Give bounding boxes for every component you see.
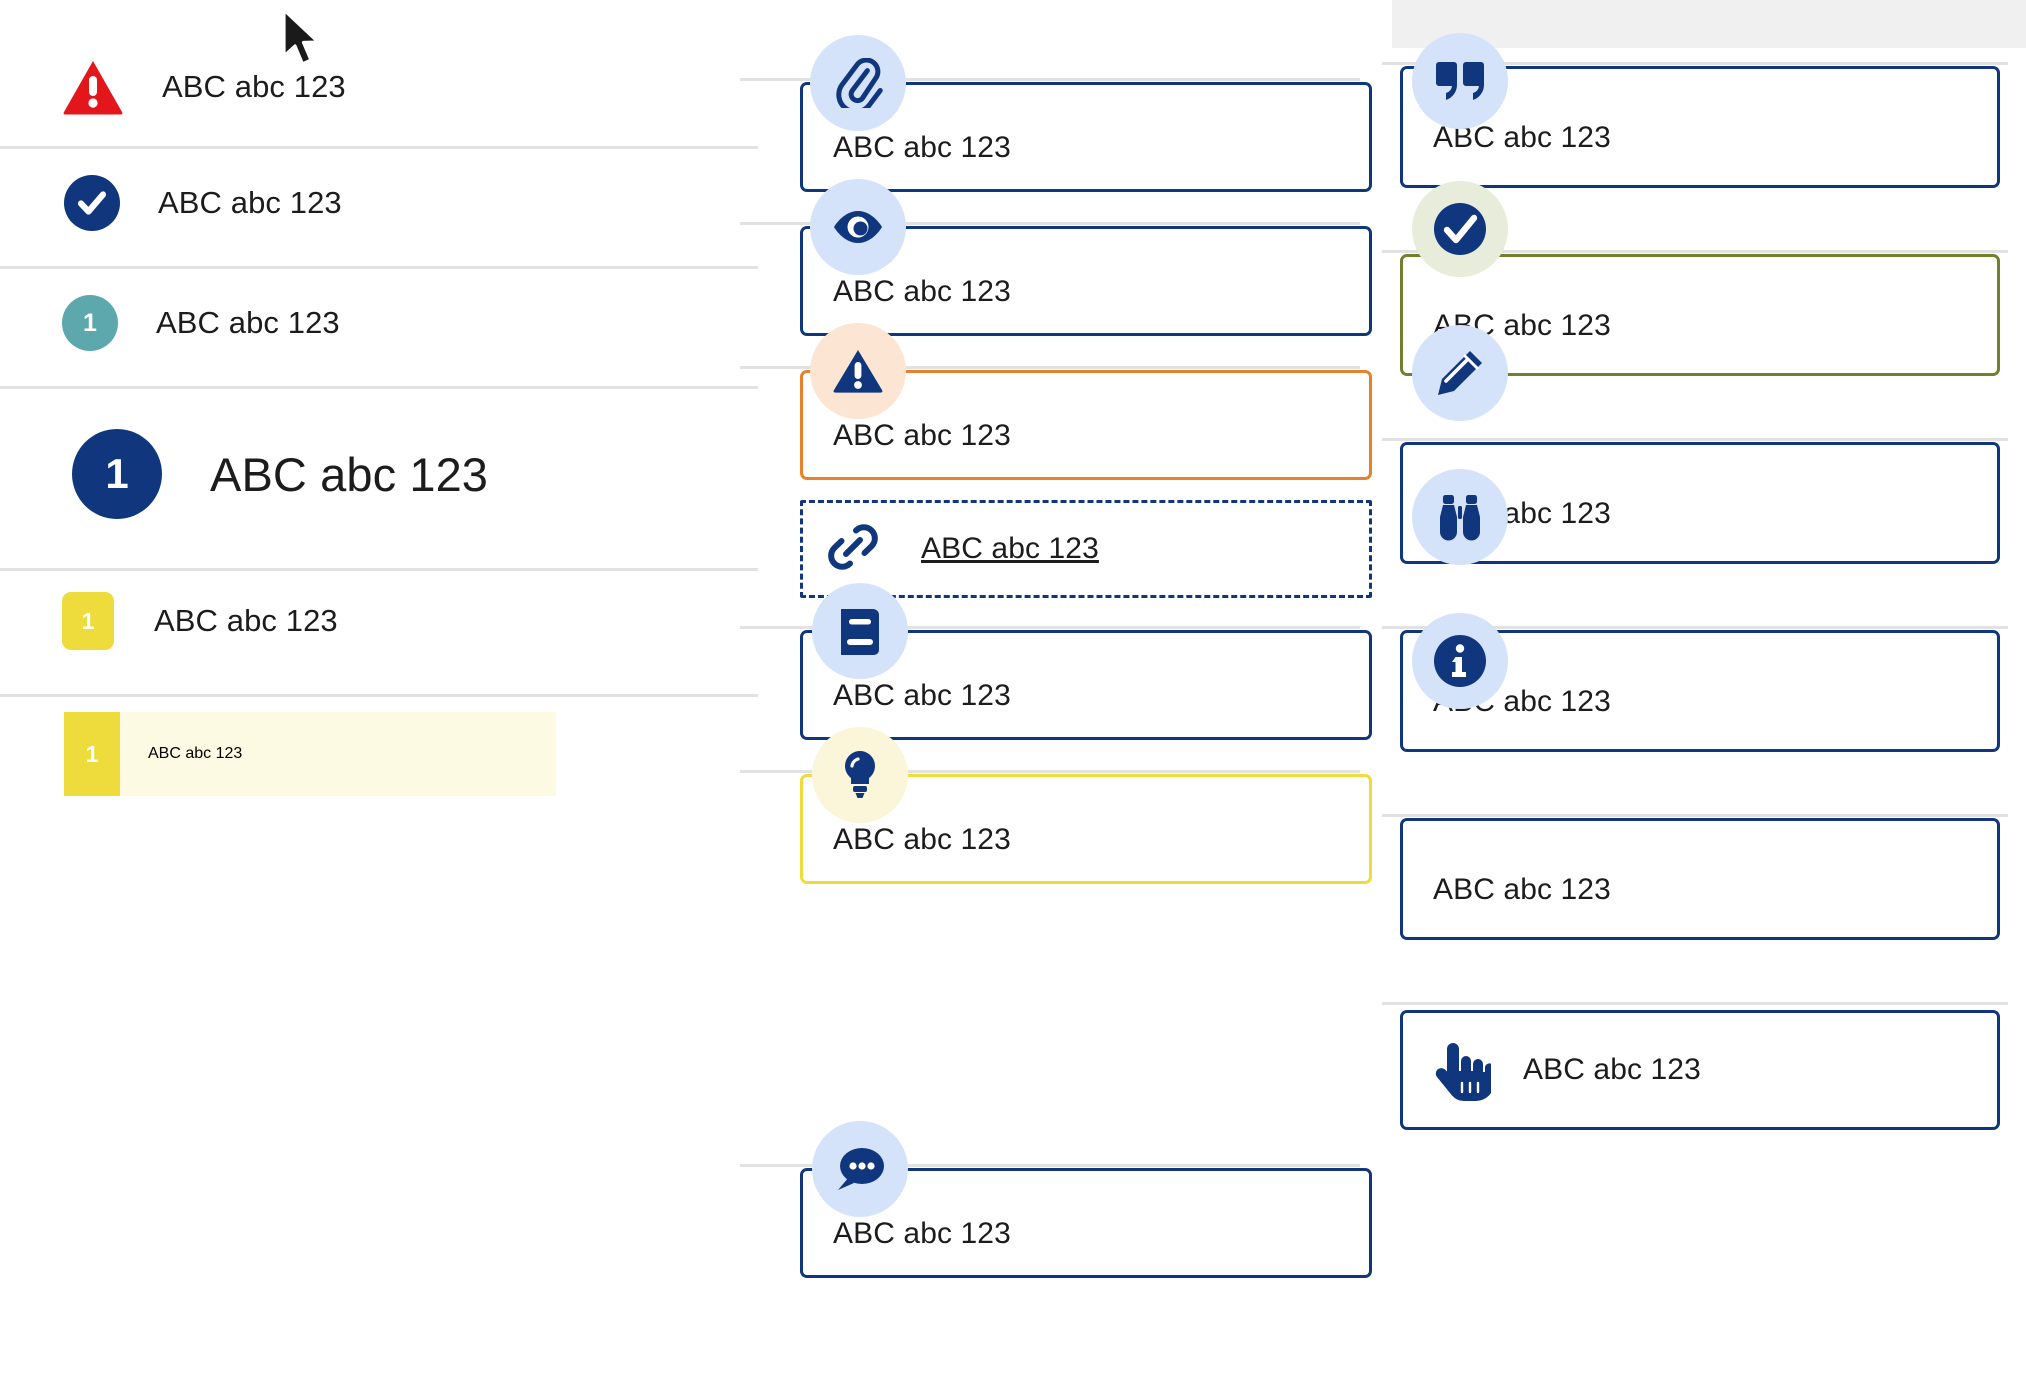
card-separator (740, 366, 1360, 369)
comment-bubble-icon (812, 1121, 908, 1217)
card-label: ABC abc 123 (1523, 1053, 1701, 1086)
link-chain-icon (824, 518, 882, 576)
card-separator (740, 78, 1360, 81)
mouse-cursor-icon (280, 8, 324, 70)
list-separator (0, 694, 758, 697)
card-label: ABC abc 123 (833, 679, 1011, 712)
card-separator (740, 1164, 1360, 1167)
badge-number: 1 (81, 607, 95, 634)
hand-pointer-icon (1433, 1039, 1491, 1101)
number-badge-icon: 1 (72, 429, 162, 519)
list-item[interactable]: 1 ABC abc 123 (0, 294, 760, 352)
number-badge-icon: 1 (62, 592, 114, 650)
card-label: ABC abc 123 (833, 419, 1011, 452)
list-item[interactable]: ABC abc 123 (0, 56, 760, 118)
card-separator (740, 770, 1360, 773)
paperclip-icon (810, 35, 906, 131)
card-label: ABC abc 123 (833, 131, 1011, 164)
eye-icon (810, 179, 906, 275)
card-separator (1382, 814, 2008, 817)
card-label[interactable]: ABC abc 123 (921, 532, 1099, 565)
warning-alert-icon (810, 323, 906, 419)
top-rounded-panel (1392, 0, 2026, 48)
check-circle-icon (64, 175, 120, 231)
list-item[interactable]: 1 ABC abc 123 (0, 592, 760, 650)
card-label: ABC abc 123 (833, 1217, 1011, 1250)
card-separator (1382, 62, 2008, 65)
badge-number: 1 (83, 308, 97, 337)
card-label: ABC abc 123 (1433, 873, 1611, 906)
card-separator (740, 222, 1360, 225)
list-item-label: ABC abc 123 (156, 305, 340, 340)
list-separator (0, 568, 758, 571)
list-separator (0, 266, 758, 269)
binoculars-icon (1412, 469, 1508, 565)
card-separator (1382, 626, 2008, 629)
list-item-selected[interactable]: 1 ABC abc 123 (64, 712, 556, 796)
badge-number: 1 (105, 450, 129, 497)
card-info[interactable]: ABC abc 123 (1400, 818, 2000, 940)
quote-icon (1412, 33, 1508, 129)
card-separator (740, 626, 1360, 629)
card-observe[interactable]: ABC abc 123 (1400, 630, 2000, 752)
list-separator (0, 386, 758, 389)
list-item-label: ABC abc 123 (210, 447, 489, 501)
list-item-label: ABC abc 123 (162, 69, 346, 104)
check-circle-icon (1412, 181, 1508, 277)
list-separator (0, 146, 758, 149)
list-item-label: ABC abc 123 (154, 603, 338, 638)
card-label: ABC abc 123 (833, 823, 1011, 856)
card-separator (1382, 1002, 2008, 1005)
lightbulb-icon (812, 727, 908, 823)
card-link[interactable]: ABC abc 123 (800, 500, 1372, 598)
info-circle-icon (1412, 613, 1508, 709)
number-badge-icon: 1 (62, 295, 118, 351)
card-interaction[interactable]: ABC abc 123 (1400, 1010, 2000, 1130)
left-list-column: ABC abc 123 ABC abc 123 1 ABC abc 123 1 … (0, 0, 760, 1392)
card-separator (1382, 250, 2008, 253)
list-item-label: ABC abc 123 (158, 185, 342, 220)
list-item-featured[interactable]: 1 ABC abc 123 (0, 428, 760, 520)
pencil-icon (1412, 325, 1508, 421)
list-item[interactable]: ABC abc 123 (0, 174, 760, 232)
book-icon (812, 583, 908, 679)
card-label: ABC abc 123 (833, 275, 1011, 308)
number-badge-icon: 1 (64, 712, 120, 796)
list-item-label: ABC abc 123 (148, 745, 243, 762)
card-separator (1382, 438, 2008, 441)
warning-triangle-icon (62, 59, 124, 115)
badge-number: 1 (85, 740, 99, 767)
